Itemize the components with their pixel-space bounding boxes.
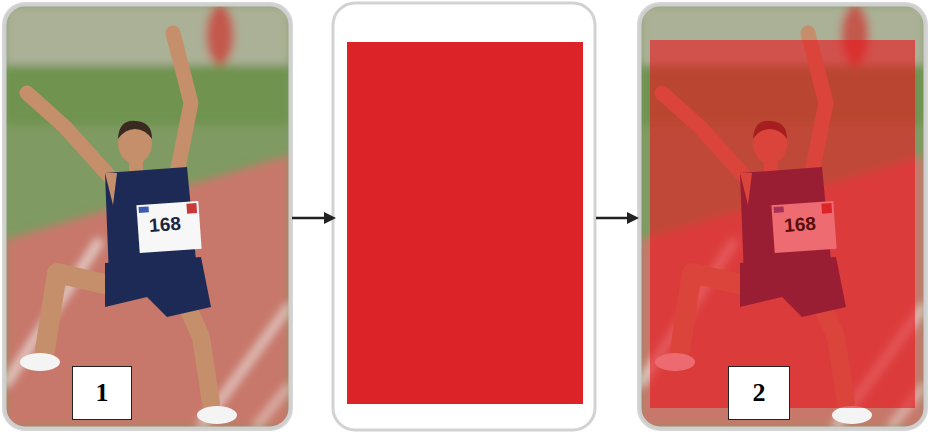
callout-box: 1 <box>72 366 132 420</box>
card-frame <box>333 3 595 430</box>
card-frame <box>3 3 292 430</box>
arrow <box>292 212 336 224</box>
bib-number: 168 <box>783 213 816 237</box>
card-frame <box>638 3 927 430</box>
red-filter <box>347 42 583 404</box>
callout-number: 2 <box>753 378 766 408</box>
photo <box>5 5 290 428</box>
filtered-photo <box>640 5 925 428</box>
callout-number: 1 <box>96 378 109 408</box>
arrow <box>596 212 639 224</box>
bib-number: 168 <box>148 213 181 237</box>
callout-box: 2 <box>728 366 790 420</box>
